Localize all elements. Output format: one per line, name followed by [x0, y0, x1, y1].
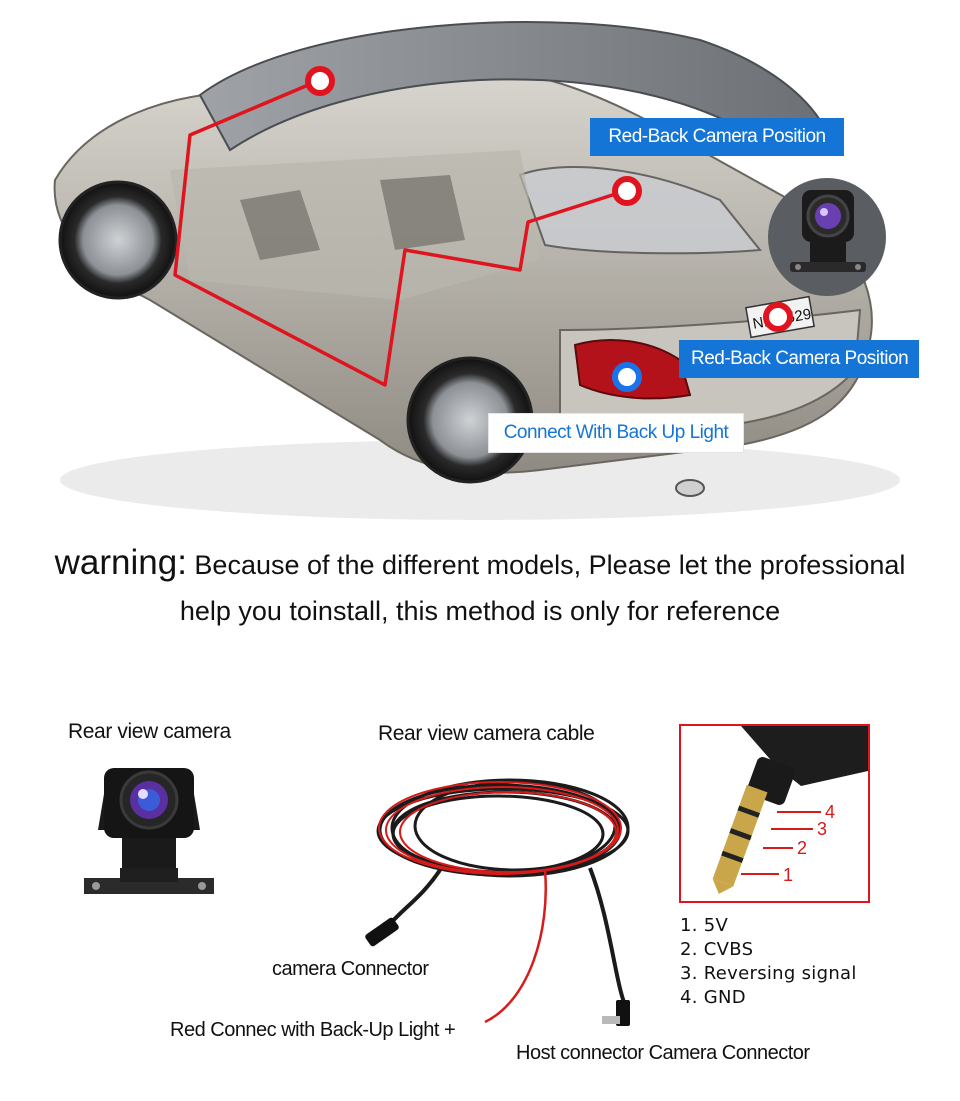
rear-view-camera-title: Rear view camera [68, 720, 231, 743]
pin-list: 1. 5V 2. CVBS 3. Reversing signal 4. GND [680, 914, 857, 1010]
jack-plug-drawing: 4 3 2 1 [712, 726, 868, 894]
front-wheel [58, 180, 178, 300]
camera-inset-icon [790, 190, 866, 272]
rear-window [518, 166, 762, 255]
callout-back-up-light: Connect With Back Up Light [488, 413, 744, 453]
camera-connector-label: camera Connector [272, 958, 429, 980]
warning-notice: warning: Because of the different models… [0, 540, 960, 634]
pin-number-1: 1 [783, 865, 793, 885]
rear-view-camera-cable-title: Rear view camera cable [378, 722, 595, 745]
front-camera-marker [305, 66, 335, 96]
rear-view-camera-image [80, 760, 218, 906]
camera-cable-image [340, 760, 680, 1060]
pin-number-3: 3 [817, 819, 827, 839]
warning-line-2: help you toinstall, this method is only … [179, 596, 781, 626]
camera-inset-circle [768, 178, 886, 296]
pin-item-reversing-signal: 3. Reversing signal [680, 963, 857, 984]
red-back-up-light-label: Red Connec with Back-Up Light + [170, 1019, 456, 1041]
pin-item-cvbs: 2. CVBS [680, 939, 754, 960]
warning-line-1: warning: Because of the different models… [0, 540, 960, 588]
pin-item-gnd: 4. GND [680, 987, 746, 1008]
license-camera-marker [763, 302, 793, 332]
host-connector-label: Host connector Camera Connector [516, 1042, 810, 1064]
pin-number-2: 2 [797, 838, 807, 858]
back-up-light-marker [612, 362, 642, 392]
rear-view-camera-icon [84, 768, 214, 894]
rear-window-camera-marker [612, 176, 642, 206]
callout-red-back-camera-top: Red-Back Camera Position [590, 118, 844, 156]
pin-number-4: 4 [825, 802, 835, 822]
pin-diagram: 4 3 2 1 [679, 724, 870, 903]
wiring-route [173, 78, 629, 387]
warning-label: warning: [54, 543, 187, 582]
pin-item-5v: 1. 5V [680, 915, 729, 936]
callout-red-back-camera-mid: Red-Back Camera Position [679, 340, 919, 378]
warning-text-1: Because of the different models, Please … [186, 550, 906, 580]
exhaust-pipe [675, 479, 705, 497]
camera-cable-drawing [365, 778, 630, 1026]
